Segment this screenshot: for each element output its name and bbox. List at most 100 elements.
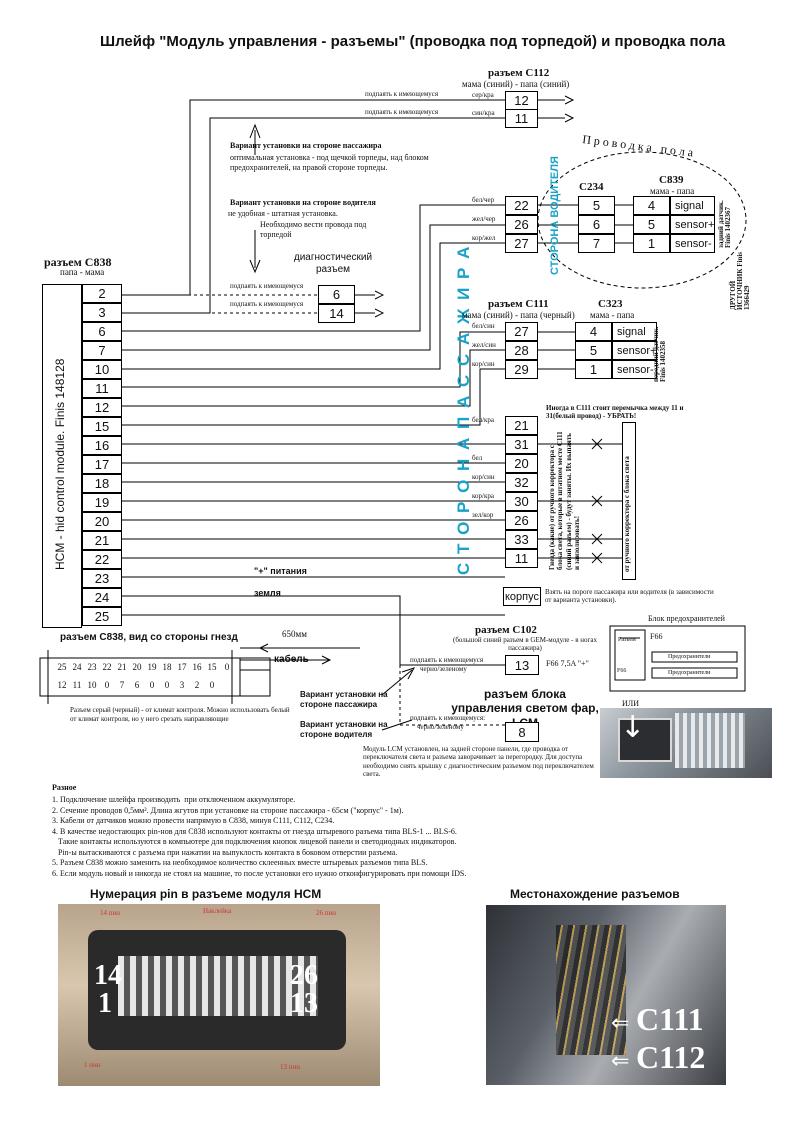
face-pin-number: 0 — [164, 680, 170, 690]
c102-wire: черно/зеленому — [420, 665, 467, 673]
diag-pin: 14 — [318, 304, 355, 323]
arrow-left-icon: ⇐ — [611, 1049, 630, 1074]
lcm-connect: подпаять к имеющемуся: — [410, 714, 486, 722]
c838-pin: 25 — [82, 607, 122, 626]
c112-pin: 22 — [505, 196, 538, 215]
wire — [122, 204, 505, 332]
wire-color-label: бел/кра — [472, 416, 495, 424]
c323-pin: 5 — [575, 341, 612, 360]
driver-variant-text1: не удобная - штатная установка. — [228, 209, 338, 218]
pin-number-1: 1 — [98, 988, 112, 1019]
c102-connect: подпаять к имеющемуся — [410, 656, 484, 664]
c323-signal: signal — [612, 322, 657, 341]
connect-label: подпаять к имеющемуся — [365, 108, 439, 116]
face-pin-number: 12 — [57, 680, 67, 690]
face-pin-number: 10 — [87, 680, 97, 690]
c839-pin: 4 — [633, 196, 670, 215]
c111-pin: 32 — [505, 473, 538, 492]
wire-color-label: бел/син — [472, 322, 495, 330]
c323-pin: 4 — [575, 322, 612, 341]
lcm-wires-shape — [675, 713, 745, 768]
c234-title: C234 — [579, 181, 604, 193]
c838-pin: 22 — [82, 550, 122, 569]
misc-note: 3. Кабели от датчиков можно провести нап… — [52, 816, 335, 826]
wire — [122, 349, 505, 407]
lcm-title: разъем блока управления светом фар, LCM — [451, 687, 599, 730]
c111-pin: 31 — [505, 435, 538, 454]
face-pin-number: 6 — [134, 680, 140, 690]
sticker-label: Наклейка — [203, 907, 232, 915]
corrector-box — [622, 422, 636, 580]
wire-color-label: бел/чер — [472, 196, 495, 204]
misc-note: Pin-ы вытаскиваются с разъема при нажати… — [52, 847, 398, 857]
c838-pin: 12 — [82, 398, 122, 417]
face-pin-number: 2 — [194, 680, 200, 690]
pin-number-14: 14 — [94, 960, 122, 991]
c111-pin: 29 — [505, 360, 538, 379]
c838-pin: 15 — [82, 417, 122, 436]
c112-location-label: C112 — [636, 1039, 706, 1075]
wire — [122, 368, 505, 426]
c838-title: разъем C838 — [44, 255, 112, 269]
c111-pin: 21 — [505, 416, 538, 435]
c112-pin: 26 — [505, 215, 538, 234]
c111-subtitle: мама (синий) - папа (черный) — [462, 310, 575, 320]
c234-pin: 6 — [578, 215, 615, 234]
c839-signal: sensor- — [670, 234, 715, 253]
misc-title: Разное — [52, 783, 77, 792]
c838-pin: 17 — [82, 455, 122, 474]
cable-length: 650мм — [282, 629, 307, 639]
c112-pin: 12 — [505, 91, 538, 110]
c323-title: C323 — [598, 298, 623, 310]
misc-note: 6. Если модуль новый и никогда не стоял … — [52, 868, 467, 878]
connect-label: подпаять к имеющемуся — [365, 90, 439, 98]
c111-pin: 28 — [505, 341, 538, 360]
wire — [122, 224, 505, 351]
face-pin-number: 19 — [147, 662, 157, 672]
c838-pin: 3 — [82, 303, 122, 322]
face-pin-number: 0 — [224, 662, 230, 672]
c102-title: разъем C102 — [475, 624, 537, 636]
c112-pin: 11 — [505, 109, 538, 128]
fuse-block-title: Блок предохранителей — [648, 614, 725, 623]
c102-pin: 13 — [505, 655, 539, 675]
location-title: Местонахождение разъемов — [510, 887, 680, 901]
arrow-down-icon: ↓ — [620, 710, 646, 745]
misc-note: 4. В качестве недостающих pin-нов для C8… — [52, 826, 457, 836]
c838-pin: 2 — [82, 284, 122, 303]
face-pin-number: 23 — [87, 662, 97, 672]
wire — [122, 595, 505, 666]
face-pin-number: 25 — [57, 662, 67, 672]
diag-title: диагностический разъем — [293, 252, 373, 275]
face-pin-number: 11 — [72, 680, 82, 690]
harness-shape — [556, 925, 626, 1055]
c838-pin: 19 — [82, 493, 122, 512]
wire-color-label: жел/син — [472, 341, 496, 349]
cable-label: кабель — [274, 654, 309, 665]
misc-note: Такие контакты используются в компьютере… — [52, 837, 457, 847]
c838-pin: 21 — [82, 531, 122, 550]
fuse-f66: F66 — [650, 632, 663, 641]
c111-location-label: C111 — [636, 1001, 704, 1037]
hcm-pin-grid — [118, 956, 318, 1016]
face-pin-number: 0 — [209, 680, 215, 690]
diag-pin: 6 — [318, 285, 355, 304]
c838-pin: 18 — [82, 474, 122, 493]
c838-pin: 23 — [82, 569, 122, 588]
front-sensor-label: передний датчик. Finis 1402358 — [652, 326, 667, 382]
c839-subtitle: мама - папа — [650, 186, 695, 196]
pin-label: 26 пин — [316, 909, 336, 917]
c838-pin: 20 — [82, 512, 122, 531]
hcm-connector-photo: 14 пин Наклейка 26 пин 14 1 26 13 1 пин … — [58, 904, 380, 1086]
c839-title: C839 — [659, 174, 684, 186]
wire-color-label: бел — [472, 454, 483, 462]
fuse-label-1: Предохранители — [668, 654, 711, 660]
pin-number-26: 26 — [290, 960, 318, 991]
driver-side-label: СТОРОНА ВОДИТЕЛЯ — [549, 156, 561, 275]
corrector-label: от ручного корректора с блока света — [623, 456, 631, 572]
other-source-label: ДРУГОЙ ИСТОЧНИК Finis 1366429 — [729, 252, 751, 310]
misc-note: 1. Подключение шлейфа производить при от… — [52, 795, 296, 804]
face-pin-number: 20 — [132, 662, 142, 672]
